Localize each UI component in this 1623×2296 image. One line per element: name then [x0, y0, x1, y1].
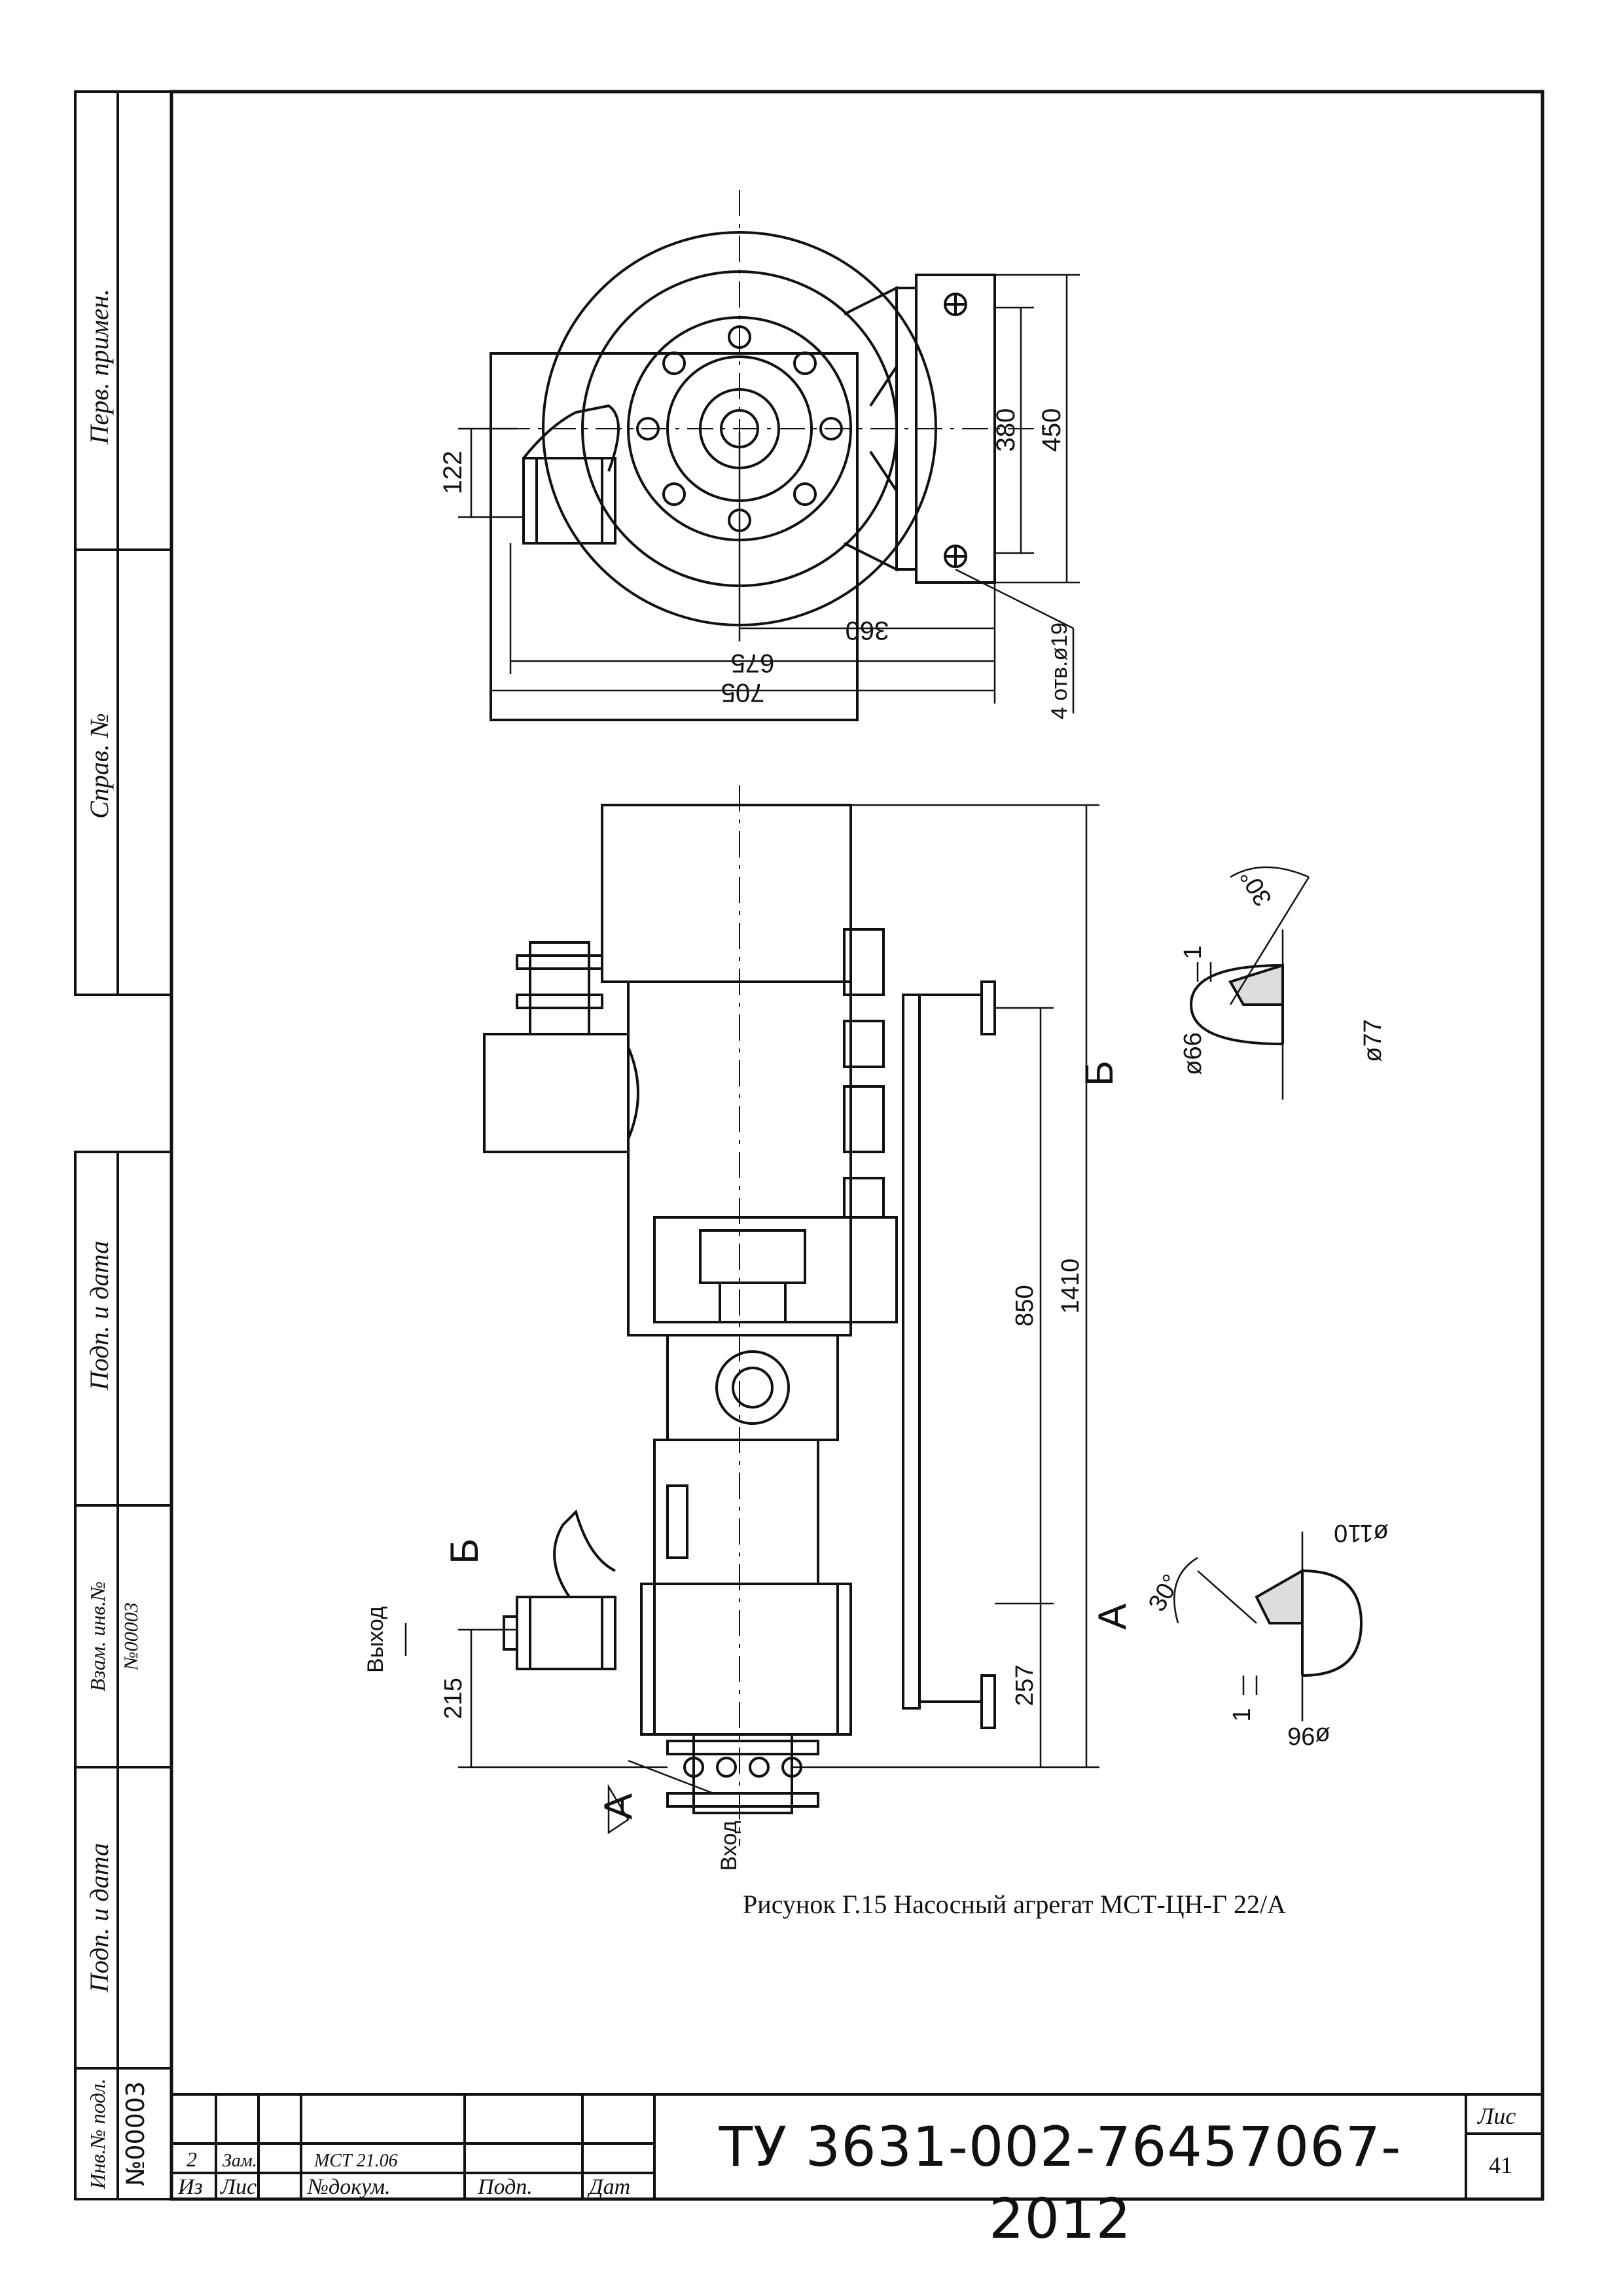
detail-b-label: Б — [1077, 1060, 1121, 1086]
document-number: ТУ 3631-002-76457067-2012 — [719, 2115, 1402, 2251]
dim-1410: 1410 — [1057, 1259, 1084, 1314]
tb-rev-doc: МСТ 21.06 — [313, 2151, 398, 2171]
detail-a-label: А — [1090, 1604, 1134, 1630]
top-view-dim-text: 122 380 450 360 675 705 4 отв.ø19 — [438, 408, 1072, 719]
side-view-dims — [404, 804, 1099, 1835]
dim-215: 215 — [440, 1677, 467, 1719]
stamp-inv-podl: Инв.№ подл. — [86, 2079, 109, 2190]
detail-a-d-inner: ø96 — [1287, 1722, 1330, 1749]
top-view-dims — [458, 274, 1080, 713]
label-vyhod: Выход — [363, 1606, 388, 1673]
detail-b-d-inner: ø66 — [1179, 1032, 1207, 1075]
stamp-podp-data-2: Подп. и дата — [84, 1843, 114, 1993]
title-block-text: 2 Зам. МСТ 21.06 Из Лис №докум. Подп. Да… — [177, 2103, 1516, 2199]
stamp-perv-primen: Перв. примен. — [84, 289, 114, 444]
detail-b — [1189, 866, 1310, 1100]
top-view — [458, 190, 1047, 721]
stamp-podp-data-1: Подп. и дата — [84, 1241, 114, 1391]
dim-450: 450 — [1037, 408, 1066, 452]
tb-rev-no: 2 — [187, 2147, 197, 2171]
dim-850: 850 — [1011, 1285, 1039, 1326]
detail-a-text: А 30° 1 ø110 ø96 — [1090, 1519, 1389, 1749]
dim-705: 705 — [721, 678, 765, 707]
side-stamp-labels: Перв. примен. Справ. № Подп. и дата Взам… — [84, 289, 150, 2189]
tb-rev-change: Зам. — [223, 2151, 257, 2171]
stamp-sprav-no: Справ. № — [84, 713, 114, 819]
tb-col-sign: Подп. — [477, 2175, 533, 2199]
detail-b-text: Б 30° 1 ø66 ø77 — [1077, 865, 1387, 1086]
label-vhod: Вход — [717, 1820, 741, 1871]
figure-caption: Рисунок Г.15 Насосный агрегат МСТ-ЦН-Г 2… — [743, 1890, 1286, 1919]
stamp-vzam-inv-value: №00003 — [120, 1602, 142, 1670]
title-block — [170, 2093, 1544, 2200]
detail-a-d-outer: ø110 — [1334, 1519, 1389, 1547]
dim-4-holes: 4 отв.ø19 — [1047, 622, 1072, 719]
dim-380: 380 — [991, 408, 1020, 452]
dim-360: 360 — [846, 616, 889, 645]
tb-sheet-no: 41 — [1489, 2152, 1512, 2178]
tb-col-doc: №докум. — [307, 2175, 391, 2199]
stamp-inv-podl-value: №00003 — [121, 2081, 150, 2186]
dim-122: 122 — [438, 451, 467, 495]
label-a-callout: А — [596, 1793, 640, 1820]
stamp-vzam-inv: Взам. инв.№ — [86, 1581, 109, 1691]
tb-sheet-label: Лис — [1477, 2103, 1516, 2129]
side-view — [483, 785, 996, 1846]
tb-col-iz: Из — [177, 2175, 203, 2199]
detail-b-d-outer: ø77 — [1359, 1019, 1387, 1062]
detail-a — [1173, 1532, 1363, 1721]
side-view-labels: Выход Вход Б А 215 257 850 1410 — [363, 1259, 1084, 1871]
detail-a-gap: 1 — [1228, 1708, 1256, 1721]
tb-col-lis: Лис — [220, 2175, 257, 2199]
tb-col-date: Дат — [587, 2175, 630, 2199]
dim-257: 257 — [1011, 1664, 1039, 1706]
side-stamp — [74, 90, 173, 2200]
dim-675: 675 — [731, 649, 775, 677]
label-b-callout: Б — [442, 1538, 486, 1564]
detail-b-gap: 1 — [1179, 945, 1207, 959]
